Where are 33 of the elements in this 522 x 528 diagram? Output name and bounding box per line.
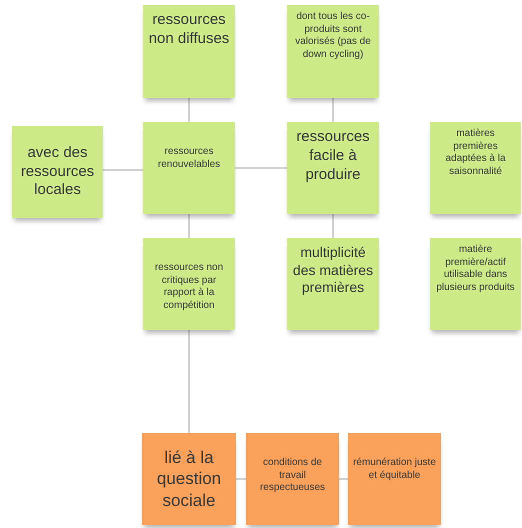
sticky-note [287,5,379,98]
sticky-note [287,122,379,214]
sticky-note [12,126,103,218]
connector-line [103,169,143,171]
note-text: multiplicité des matières premières [292,244,374,296]
sticky-note [143,238,235,330]
note-text: avec des ressources locales [20,144,96,200]
sticky-note [287,238,379,330]
sticky-note [143,5,235,98]
sticky-note [348,433,441,525]
connector-line [236,478,246,480]
note-text: matière première/actif utilisable dans plusieurs produits [435,244,516,294]
connector-line [235,167,287,169]
connector-line [188,330,190,433]
note-text: ressources non diffuses [148,11,230,48]
note-text: ressources facile à produire [295,128,371,184]
sticky-note [143,122,235,214]
note-text: dont tous les co-produits sont valorisés (pas de down cycling) [294,11,372,61]
note-text: rémunération juste et équitable [352,457,437,482]
note-text: lié à la question sociale [156,447,222,511]
sticky-note [246,433,339,525]
note-text: ressources non critiques par rapport à la compétition [154,262,224,312]
connector-line [332,214,334,238]
connector-line [188,98,190,122]
sticky-note [142,433,236,525]
connector-line [332,98,334,122]
connector-line [188,214,190,238]
note-text: matières premières adaptées à la saisonnalité [444,128,507,178]
sticky-note [430,122,521,214]
note-text: conditions de travail respectueuses [258,457,326,494]
connector-line [339,478,348,480]
note-text: ressources renouvelables [156,146,222,171]
sticky-note [430,238,521,330]
